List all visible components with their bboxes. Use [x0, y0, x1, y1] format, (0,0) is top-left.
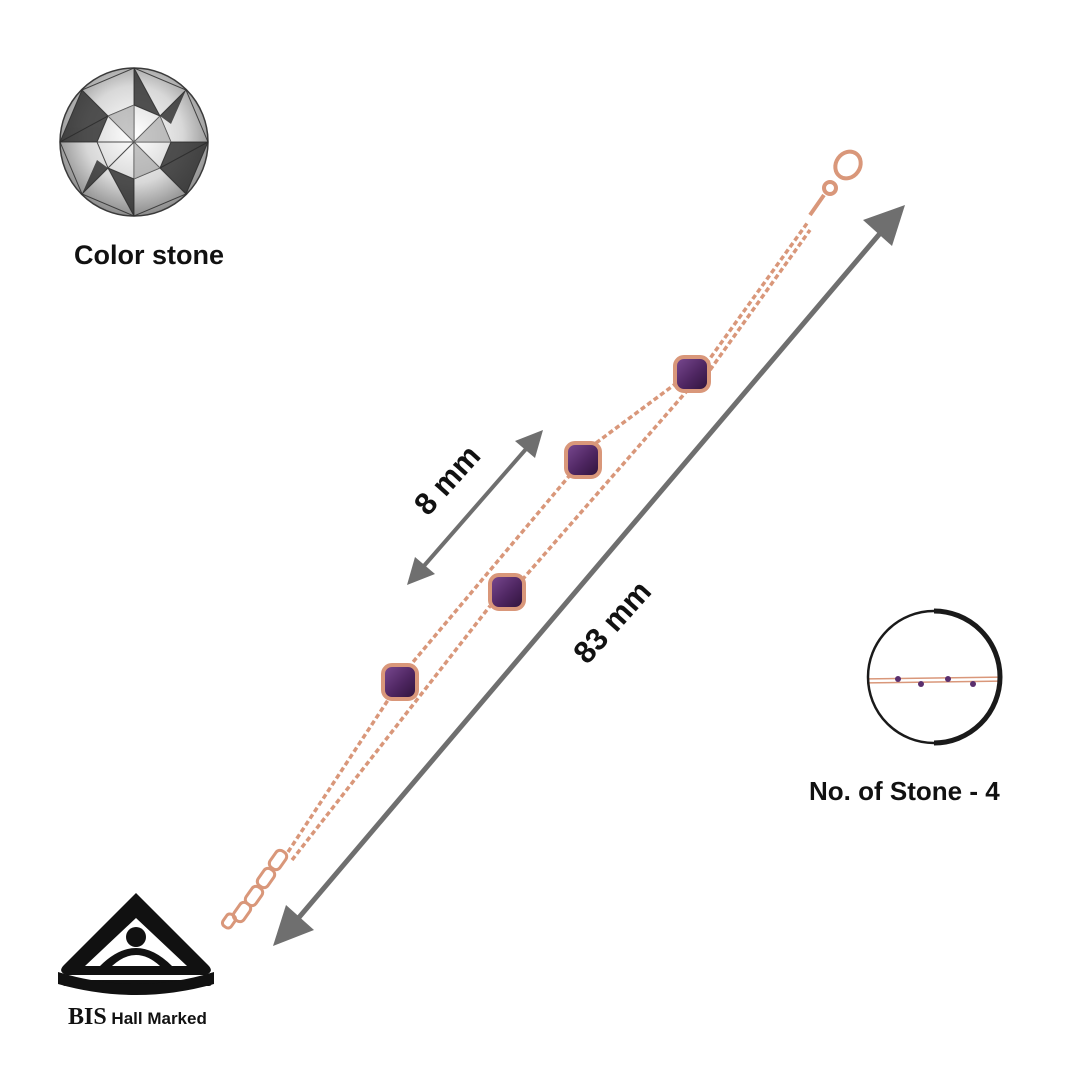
stone-type-label: Color stone [74, 240, 225, 270]
bis-logo-icon [58, 893, 214, 995]
lobster-clasp [808, 149, 863, 217]
length-dimension-arrow [273, 205, 905, 946]
stone-count-label: No. of Stone - 4 [809, 776, 1000, 806]
bracelet [220, 149, 863, 930]
bracelet-preview-icon [866, 608, 1003, 746]
diamond-icon [59, 67, 209, 217]
upper-chain [286, 220, 810, 853]
bis-text: BIS [68, 1004, 107, 1030]
lower-chain [290, 228, 812, 862]
extender-chain [220, 848, 289, 930]
stone-size-dimension-arrow [407, 430, 543, 585]
bis-hallmark-label: BIS Hall Marked [68, 1004, 207, 1031]
stone-2 [488, 573, 526, 611]
stone-1 [381, 663, 419, 701]
stone-3 [564, 441, 602, 479]
stone-4 [673, 355, 711, 393]
hall-marked-text: Hall Marked [106, 1009, 207, 1028]
